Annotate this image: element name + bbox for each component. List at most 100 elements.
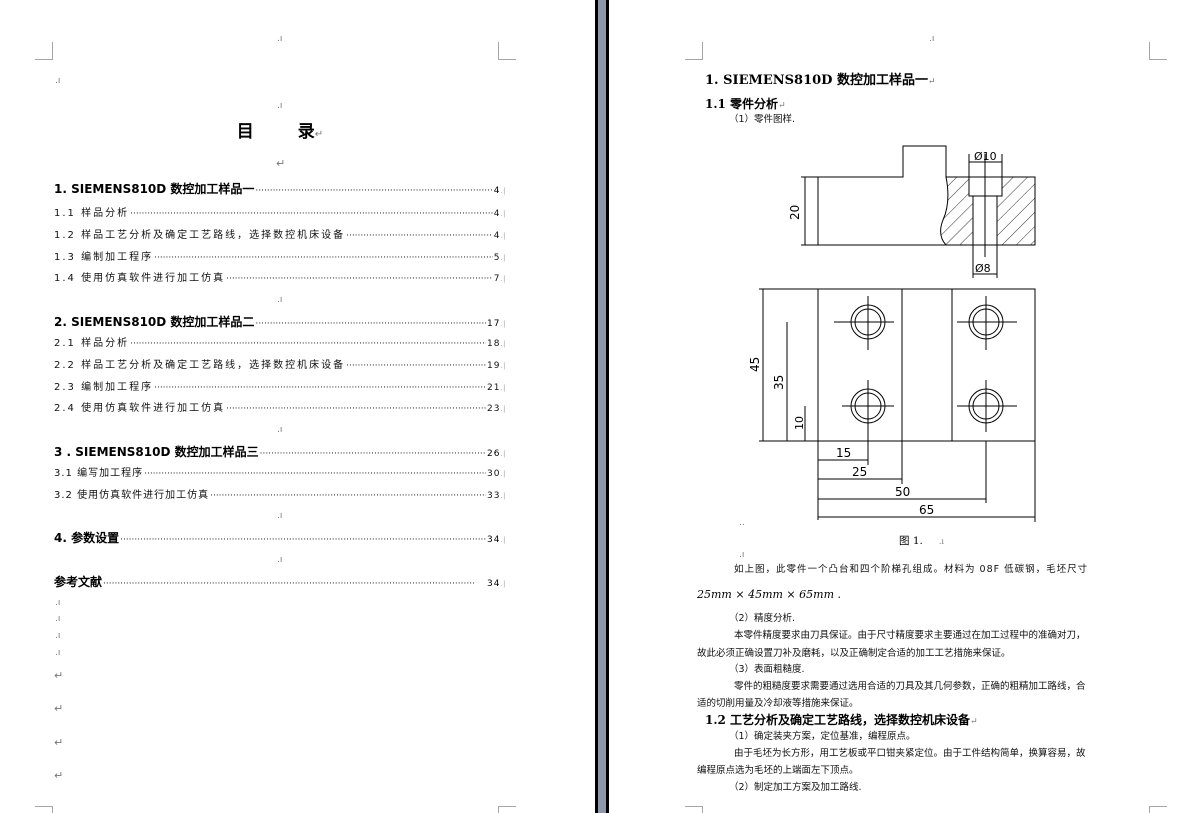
toc-label: 参考文献 — [54, 575, 103, 589]
toc-page: 18 — [487, 339, 506, 349]
leader-dots — [255, 319, 486, 329]
toc-label: 1.4 使用仿真软件进行加工仿真 — [54, 273, 226, 284]
toc-page: 17 — [487, 319, 506, 329]
leader-dots — [130, 209, 493, 219]
leader-dots — [226, 404, 486, 414]
toc-page: 26 — [487, 449, 506, 459]
heading-text: 1.2 工艺分析及确定工艺路线，选择数控机床设备 — [705, 713, 971, 727]
leader-dots — [346, 231, 493, 241]
heading-text: 1.1 零件分析 — [705, 97, 779, 111]
paragraph-mark: .ı — [277, 555, 283, 565]
paragraph-mark: .ı — [277, 34, 283, 44]
return-mark: ↵ — [54, 736, 64, 749]
leader-dots — [346, 361, 486, 371]
toc-page: 30 — [487, 469, 506, 479]
paragraph: 如上图，此零件一个凸台和四个阶梯孔组成。材料为 08F 低碳钢，毛坯尺寸 — [734, 564, 1089, 575]
toc-entry[interactable]: 4. 参数设置34 — [54, 529, 506, 546]
paragraph-mark: .ı — [277, 511, 283, 521]
dim-65: 65 — [919, 503, 934, 517]
leader-dots — [210, 491, 486, 501]
heading-1-2: 1.2 工艺分析及确定工艺路线，选择数控机床设备↵ — [705, 713, 978, 727]
paragraph-mark: .ı — [55, 598, 61, 608]
toc-label: 4. 参数设置 — [54, 531, 120, 545]
toc-entry[interactable]: 2.2 样品工艺分析及确定工艺路线，选择数控机床设备19 — [54, 356, 506, 371]
dim-15: 15 — [836, 446, 851, 460]
dim-dia-bottom: Ø8 — [975, 262, 991, 275]
formula: 25mm × 45mm × 65mm . — [697, 588, 841, 601]
paragraph: 故此必须正确设置刀补及磨耗，以及正确制定合适的加工工艺措施来保证。 — [697, 648, 1011, 659]
crop-mark — [685, 42, 703, 60]
toc-entry[interactable]: 1. SIEMENS810D 数控加工样品一 4 — [54, 180, 506, 197]
heading-1-1: 1.1 零件分析↵ — [705, 97, 786, 111]
toc-entry[interactable]: 1.2 样品工艺分析及确定工艺路线，选择数控机床设备 4 — [54, 226, 506, 241]
toc-page: 4 — [494, 209, 506, 219]
paragraph: 编程原点选为毛坯的上端面左下顶点。 — [697, 765, 859, 776]
toc-entry[interactable]: 2.4 使用仿真软件进行加工仿真23 — [54, 399, 506, 414]
page-divider — [595, 0, 609, 813]
toc-page: 34 — [487, 579, 506, 589]
dim-dia-top: Ø10 — [974, 150, 997, 163]
toc-label: 3.2 使用仿真软件进行加工仿真 — [54, 490, 210, 501]
paragraph: 由于毛坯为长方形，用工艺板或平口钳夹紧定位。由于工件结构简单，换算容易，故 — [734, 748, 1086, 759]
crop-mark — [35, 42, 53, 60]
toc-label: 1.2 样品工艺分析及确定工艺路线，选择数控机床设备 — [54, 230, 346, 241]
heading-section-1: 1. SIEMENS810D 数控加工样品一↵ — [705, 73, 936, 88]
leader-dots — [120, 535, 486, 545]
dim-25: 25 — [852, 465, 867, 479]
toc-page: 21 — [487, 383, 506, 393]
title-char: 录 — [297, 122, 315, 142]
paragraph-mark: .ı — [739, 550, 745, 560]
toc-label: 1. SIEMENS810D 数控加工样品一 — [54, 182, 255, 196]
crop-mark — [498, 42, 516, 60]
toc-entry[interactable]: 3.1 编写加工程序 30 — [54, 464, 506, 479]
toc-title: 目录↵ — [236, 122, 324, 142]
toc-label: 2.4 使用仿真软件进行加工仿真 — [54, 403, 226, 414]
toc-page: 5 — [494, 253, 506, 263]
figure-caption: 图 1..ı — [899, 535, 944, 547]
list-item: （2）精度分析. — [729, 613, 796, 624]
toc-entry[interactable]: 参考文献 34 — [54, 573, 506, 590]
dim-35: 35 — [772, 375, 786, 390]
heading-text: 1. SIEMENS810D 数控加工样品一 — [705, 73, 928, 88]
toc-page: 4 — [494, 231, 506, 241]
toc-entry[interactable]: 3.2 使用仿真软件进行加工仿真 33 — [54, 486, 506, 501]
dim-45: 45 — [748, 357, 762, 372]
return-mark: ↵ — [54, 702, 64, 715]
dim-50: 50 — [895, 485, 910, 499]
list-item: （3）表面粗糙度. — [729, 664, 805, 675]
crop-mark — [498, 806, 516, 813]
leader-dots — [154, 253, 493, 263]
title-char: 目 — [236, 122, 254, 142]
leader-dots — [255, 186, 492, 196]
toc-entry[interactable]: 1.1 样品分析4 — [54, 204, 506, 219]
toc-entry[interactable]: 3 . SIEMENS810D 数控加工样品三26 — [54, 443, 506, 460]
page-toc: .ı .ı .ı 目 录 ↵ ↵ 1. SIEMENS810D 数控加工样品一 4 1… — [0, 0, 595, 813]
caption-text: 图 1. — [899, 535, 923, 547]
toc-label: 2. SIEMENS810D 数控加工样品二 — [54, 315, 255, 329]
paragraph-mark: .ı — [55, 631, 61, 641]
toc-page: 33 — [487, 491, 506, 501]
toc-label: 3.1 编写加工程序 — [54, 468, 144, 479]
dim-10: 10 — [793, 416, 806, 430]
crop-mark — [35, 806, 53, 813]
paragraph: 本零件精度要求由刀具保证。由于尺寸精度要求主要通过在加工过程中的准确对刀， — [734, 630, 1086, 641]
toc-entry[interactable]: 2.3 编制加工程序 21 — [54, 378, 506, 393]
leader-dots — [226, 274, 493, 284]
paragraph-mark: .ı — [55, 76, 61, 86]
paragraph-mark: .ı — [55, 614, 61, 624]
dim-20: 20 — [788, 205, 802, 220]
paragraph-mark: .ı — [929, 34, 935, 44]
toc-entry[interactable]: 1.4 使用仿真软件进行加工仿真7 — [54, 269, 506, 284]
toc-label: 2.3 编制加工程序 — [54, 382, 154, 393]
return-mark: ↵ — [54, 769, 64, 782]
toc-entry[interactable]: 2. SIEMENS810D 数控加工样品二 17 — [54, 313, 506, 330]
paragraph-mark: .. — [739, 518, 745, 528]
leader-dots — [130, 339, 486, 349]
crop-mark — [685, 806, 703, 813]
toc-entry[interactable]: 1.3 编制加工程序5 — [54, 248, 506, 263]
return-mark: ↵ — [276, 157, 286, 170]
toc-page: 4 — [494, 186, 506, 196]
list-item: （2）制定加工方案及加工路线. — [729, 782, 862, 793]
toc-entry[interactable]: 2.1 样品分析18 — [54, 334, 506, 349]
paragraph: 零件的粗糙度要求需要通过选用合适的刀具及其几何参数，正确的粗精加工路线，合 — [734, 681, 1086, 692]
